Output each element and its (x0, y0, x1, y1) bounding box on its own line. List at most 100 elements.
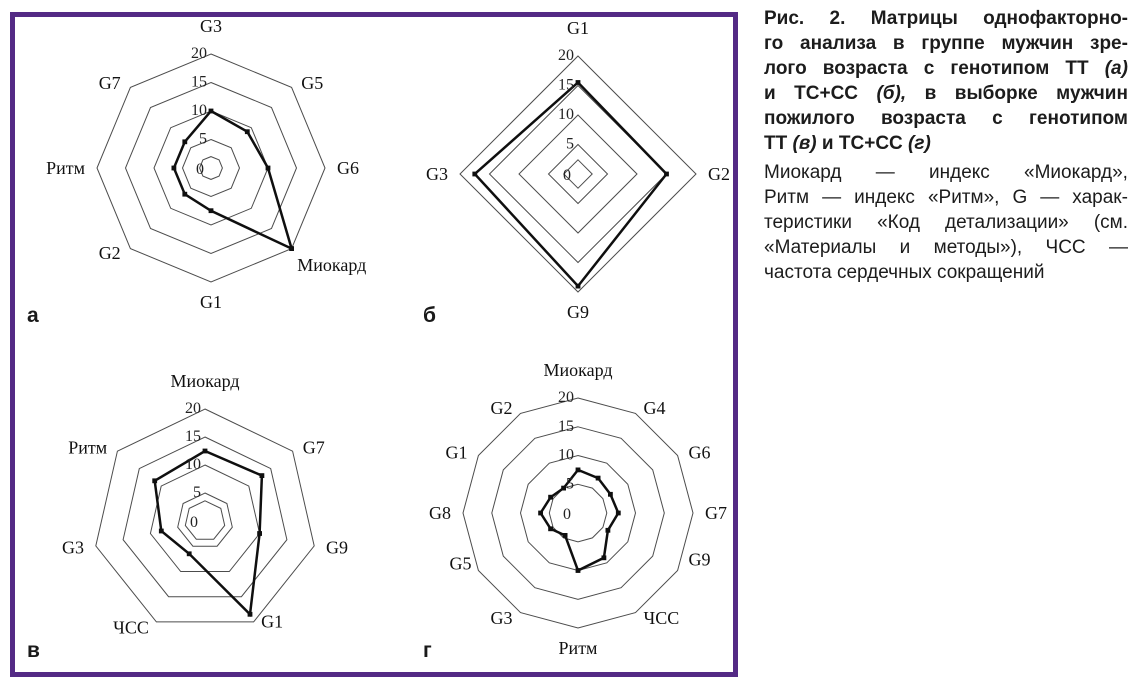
caption-word: (в) (792, 133, 817, 154)
caption-word: (а) (1104, 58, 1128, 79)
caption-word: группе (921, 33, 985, 54)
data-point (182, 191, 188, 197)
caption-word: в (892, 33, 905, 54)
data-point (244, 129, 250, 135)
caption-word: индекс (854, 187, 915, 208)
data-point (561, 485, 566, 491)
caption-line: частота сердечных сокращений (764, 260, 1128, 285)
data-point (171, 165, 177, 171)
caption-line: ТТ (в) и ТС+СС (г) (764, 131, 1128, 156)
axis-label-Миокард: Миокард (543, 360, 612, 380)
caption-word: с (992, 108, 1003, 129)
grid-ring (122, 436, 288, 598)
tick-label: 10 (191, 102, 207, 119)
axis-label-G1: G1 (261, 611, 283, 631)
tick-label: 15 (191, 74, 207, 91)
data-point (575, 568, 581, 573)
caption-word: и (899, 237, 911, 258)
axis-label-G1: G1 (446, 443, 468, 463)
caption-word: «Материалы (764, 237, 877, 258)
data-point (601, 555, 607, 561)
caption-word: «Ритм», (927, 187, 1000, 208)
data-point (664, 171, 669, 177)
axis-label-G9: G9 (567, 302, 589, 322)
caption-word: — (875, 162, 895, 183)
caption-word: пожилого (764, 108, 855, 129)
data-point (186, 551, 192, 557)
axis-label-G7: G7 (705, 503, 727, 523)
caption-line: теристики «Код детализации» (см. (764, 210, 1128, 235)
tick-label: 5 (566, 475, 574, 492)
axis-label-G6: G6 (689, 443, 711, 463)
tick-label-zero: 0 (196, 161, 204, 178)
caption-word: G (1012, 187, 1028, 208)
data-point (202, 448, 208, 454)
caption-word: сокращений (937, 262, 1045, 283)
caption-line: «Материалы и методы»), ЧСС — (764, 235, 1128, 260)
grid-ring (459, 55, 697, 293)
caption-word: — (1108, 237, 1128, 258)
data-series (172, 109, 294, 251)
caption-word: (б), (876, 83, 907, 104)
caption-word: индекс (929, 162, 990, 183)
grid-ring (96, 53, 326, 283)
grid-ring (488, 84, 668, 264)
caption-word: Матрицы (870, 8, 958, 29)
grid-ring (153, 110, 269, 226)
data-point (575, 467, 581, 473)
caption-word: ТС+СС (794, 83, 859, 104)
grid-ring (177, 492, 233, 547)
data-point (208, 108, 214, 114)
caption-word: ЧСС (1045, 237, 1086, 258)
caption-word: мужчин (1056, 83, 1128, 104)
caption-word: сердечных (836, 262, 932, 283)
caption-word: методы»), (933, 237, 1023, 258)
grid-ring (95, 408, 315, 623)
tick-label: 5 (199, 131, 207, 148)
panel-letter-b: б (423, 304, 436, 327)
axis-label-G3: G3 (491, 608, 513, 628)
data-point (615, 510, 621, 516)
caption-word: теристики (764, 212, 852, 233)
data-point (158, 528, 164, 534)
axis-label-Миокард: Миокард (297, 255, 366, 275)
data-point (562, 533, 568, 538)
tick-label: 10 (558, 106, 574, 123)
caption-word: частота (764, 262, 832, 283)
data-point (182, 139, 188, 145)
caption-word: (см. (1093, 212, 1128, 233)
caption-word: ТТ (764, 133, 788, 154)
axis-label-G9: G9 (326, 537, 348, 557)
data-point (472, 171, 478, 177)
data-point (605, 527, 611, 533)
caption-word: генотипом (950, 58, 1050, 79)
data-point (257, 531, 262, 536)
tick-label: 20 (191, 45, 207, 62)
caption-line: Ритм—индекс«Ритм»,G—харак- (764, 185, 1128, 210)
grid-ring (181, 138, 241, 198)
axis-label-G1: G1 (567, 18, 589, 38)
caption-word: возраста (880, 108, 966, 129)
grid-ring (149, 464, 261, 572)
caption-word: «Код (877, 212, 920, 233)
panel-letter-g: г (423, 639, 432, 662)
data-point (548, 494, 553, 500)
caption-word: детализации» (945, 212, 1069, 233)
tick-label: 15 (185, 428, 201, 445)
caption-word: и (764, 83, 776, 104)
axis-label-Ритм: Ритм (559, 638, 598, 658)
caption-word: зре- (1090, 33, 1128, 54)
grid-ring (548, 483, 608, 543)
axis-label-G2: G2 (708, 164, 730, 184)
data-point (538, 510, 543, 516)
data-series (153, 449, 264, 617)
caption-word: генотипом (1029, 108, 1128, 129)
axis-label-G2: G2 (99, 243, 121, 263)
caption-word: харак- (1072, 187, 1128, 208)
axis-label-G5: G5 (301, 73, 323, 93)
